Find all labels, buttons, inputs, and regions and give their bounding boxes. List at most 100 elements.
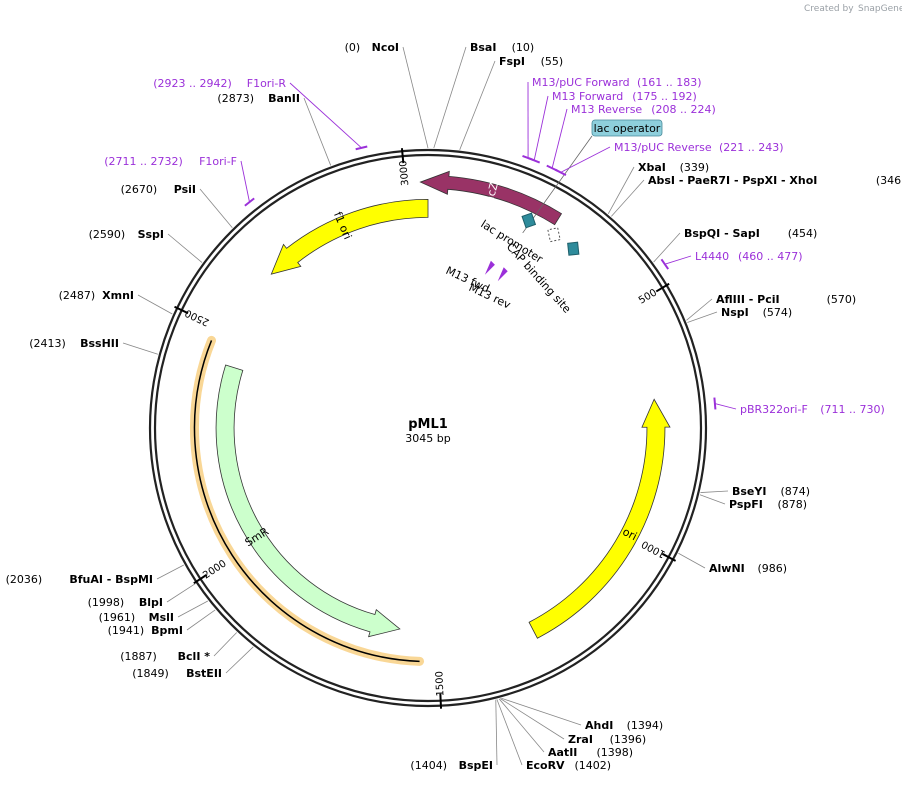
site-bpmi: BpmI (1941) — [108, 609, 216, 637]
primer-name: M13 Forward — [552, 90, 623, 103]
primer-bar — [355, 145, 368, 151]
primer-leader — [289, 82, 362, 149]
site-leader — [177, 600, 209, 618]
site-leader — [225, 646, 254, 674]
primer-m13-puc-forward: M13/pUC Forward(161 .. 183) — [522, 76, 702, 162]
site-leader — [607, 166, 635, 214]
site-name: BssHII — [80, 337, 119, 350]
site-name: BstEII — [186, 667, 222, 680]
primer-l4440: L4440(460 .. 477) — [660, 250, 803, 270]
site-pspfi: PspFI(878) — [699, 494, 807, 511]
site-name: AatII — [548, 746, 577, 759]
site-position: (339) — [680, 161, 710, 174]
primer-name: M13 Reverse — [571, 103, 642, 116]
site-leader — [686, 298, 713, 321]
site-position: (986) — [758, 562, 788, 575]
site-position: (874) — [781, 485, 811, 498]
site-leader — [498, 698, 545, 753]
site-leader — [700, 490, 729, 493]
tick-mark — [439, 693, 443, 709]
backbone — [148, 148, 708, 708]
feature-arrow — [528, 398, 671, 639]
site-position: (570) — [827, 293, 857, 306]
primer-leader — [714, 403, 737, 410]
site-name: AhdI — [585, 719, 613, 732]
primer-f1ori-r: F1ori-R(2923 .. 2942) — [153, 77, 368, 151]
site-ncoi: NcoI (0) — [345, 41, 429, 149]
tick-label: 3000 — [398, 160, 411, 186]
site-name: XbaI — [638, 161, 666, 174]
feature-label: ori — [620, 525, 639, 543]
site-leader — [501, 697, 582, 726]
site-name: NcoI — [372, 41, 399, 54]
cap-binding-block — [567, 241, 580, 256]
site-leader — [459, 60, 496, 150]
site-zrai: ZraI(1396) — [500, 698, 646, 746]
snapgene-credit: Created by SnapGene — [804, 4, 902, 14]
tick-label: 1000 — [640, 538, 668, 560]
primer-m13-puc-reverse: M13/pUC Reverse (221 .. 243) — [554, 141, 784, 177]
site-psii: PsiI(2670) — [121, 183, 233, 228]
primer-name: pBR322ori-F — [740, 403, 808, 416]
lac-operator-box — [591, 119, 663, 137]
site-name: BspEI — [459, 759, 493, 772]
primer-range: (711 .. 730) — [820, 403, 885, 416]
site-name: BpmI — [151, 624, 183, 637]
primer-range: (175 .. 192) — [632, 90, 697, 103]
site-leader — [495, 699, 498, 766]
site-name: AflIII - PciI — [716, 293, 780, 306]
site-position: (2487) — [59, 289, 96, 302]
primer-annotations: M13/pUC Forward(161 .. 183)M13 Forward (1… — [104, 76, 885, 416]
site-position: (1402) — [575, 759, 612, 772]
site-leader — [402, 46, 429, 149]
plasmid-name: pML1 — [408, 417, 448, 432]
tick-label: 500 — [637, 287, 659, 306]
m13-rev-arrow — [497, 267, 508, 282]
site-ecorv: EcoRV(1402) — [496, 699, 612, 772]
tick-mark — [400, 148, 405, 164]
site-leader — [611, 179, 645, 217]
restriction-sites: NcoI(0)BsaI(10)FspI(55)XbaI(339)AbsI - P… — [6, 41, 902, 772]
site-name: BsaI — [470, 41, 496, 54]
primer-leader — [551, 108, 568, 169]
primer-leader — [560, 146, 611, 173]
site-position: (2036) — [6, 573, 43, 586]
site-position: (0) — [345, 41, 361, 54]
primer-name: F1ori-R — [247, 77, 287, 90]
lac-operator-block — [521, 212, 537, 229]
site-bcli: BclI *(1887) — [120, 632, 237, 663]
primer-pbr322ori-f: pBR322ori-F (711 .. 730) — [713, 397, 885, 416]
tick-mark — [661, 552, 677, 562]
primer-range: (221 .. 243) — [719, 141, 784, 154]
site-bfuai: BfuAI - BspMI(2036) — [6, 564, 184, 586]
site-position: (55) — [541, 55, 564, 68]
site-position: (10) — [512, 41, 535, 54]
site-leader — [699, 494, 726, 505]
primer-name: M13/pUC Forward — [532, 76, 630, 89]
primer-bar — [660, 258, 670, 270]
site-name: AbsI - PaeR7I - PspXI - XhoI — [648, 174, 817, 187]
site-position: (1961) — [99, 611, 136, 624]
site-position: (2413) — [29, 337, 66, 350]
site-name: BanII — [268, 92, 300, 105]
site-bsai: BsaI (10) — [433, 41, 535, 149]
primer-name: L4440 — [695, 250, 729, 263]
site-name: SspI — [138, 228, 164, 241]
primer-m13-forward: M13 Forward (175 .. 192) — [528, 90, 697, 164]
site-name: AlwNI — [709, 562, 745, 575]
site-leader — [303, 97, 332, 166]
primer-leader — [664, 255, 692, 265]
site-name: BseYI — [732, 485, 766, 498]
site-leader — [496, 699, 523, 766]
site-position: (1941) — [108, 624, 145, 637]
site-bspei: BspEI(1404) — [410, 699, 498, 772]
map-center-label: pML1 3045 bp — [405, 417, 450, 445]
primer-name: M13/pUC Reverse — [614, 141, 712, 154]
primer-bar — [554, 168, 567, 177]
feature-arrow — [215, 364, 401, 638]
tick-mark — [655, 282, 670, 293]
site-sspi: SspI(2590) — [89, 228, 203, 263]
site-leader — [186, 609, 216, 631]
